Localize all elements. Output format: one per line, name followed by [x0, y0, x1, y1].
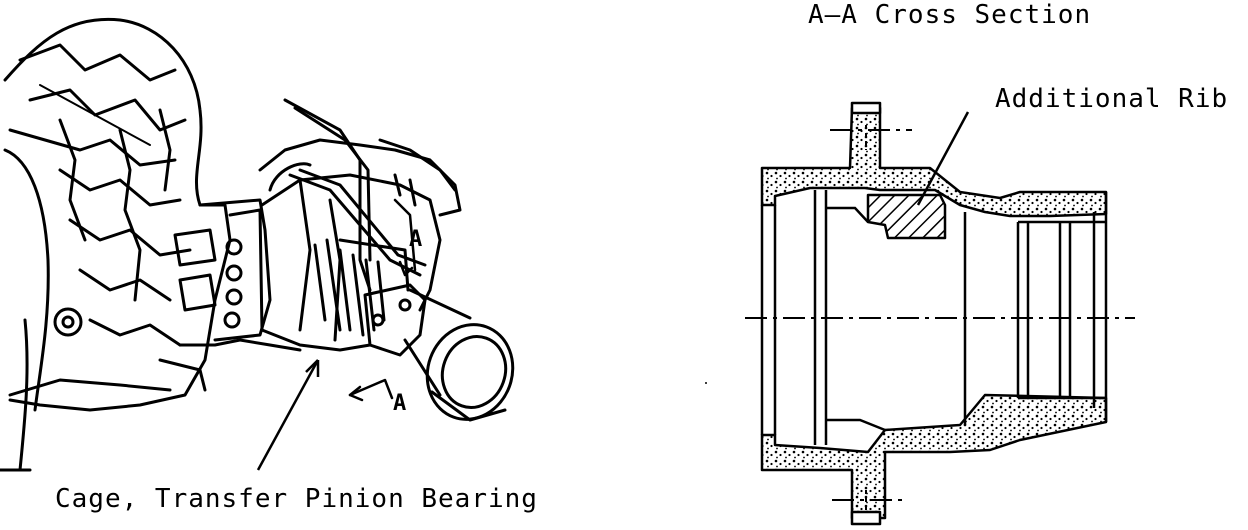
- cross-section-outline: [760, 190, 1108, 445]
- stray-dot: [705, 382, 707, 384]
- section-top-wall: [760, 106, 1108, 218]
- transmission-assembly-drawing: [0, 17, 515, 472]
- section-title: A–A Cross Section: [808, 0, 1092, 30]
- rib-leader-line: [916, 111, 970, 206]
- cross-section-drawing: [760, 101, 1108, 526]
- section-mark-bottom: A: [393, 391, 407, 416]
- center-lines: [745, 125, 1135, 512]
- section-bottom-wall: [760, 393, 1108, 520]
- section-mark-top: A: [409, 227, 423, 252]
- additional-rib-label: Additional Rib: [995, 84, 1229, 114]
- cage-label: Cage, Transfer Pinion Bearing: [55, 484, 538, 514]
- additional-rib: [866, 193, 947, 240]
- cage-leader-line: [256, 359, 320, 471]
